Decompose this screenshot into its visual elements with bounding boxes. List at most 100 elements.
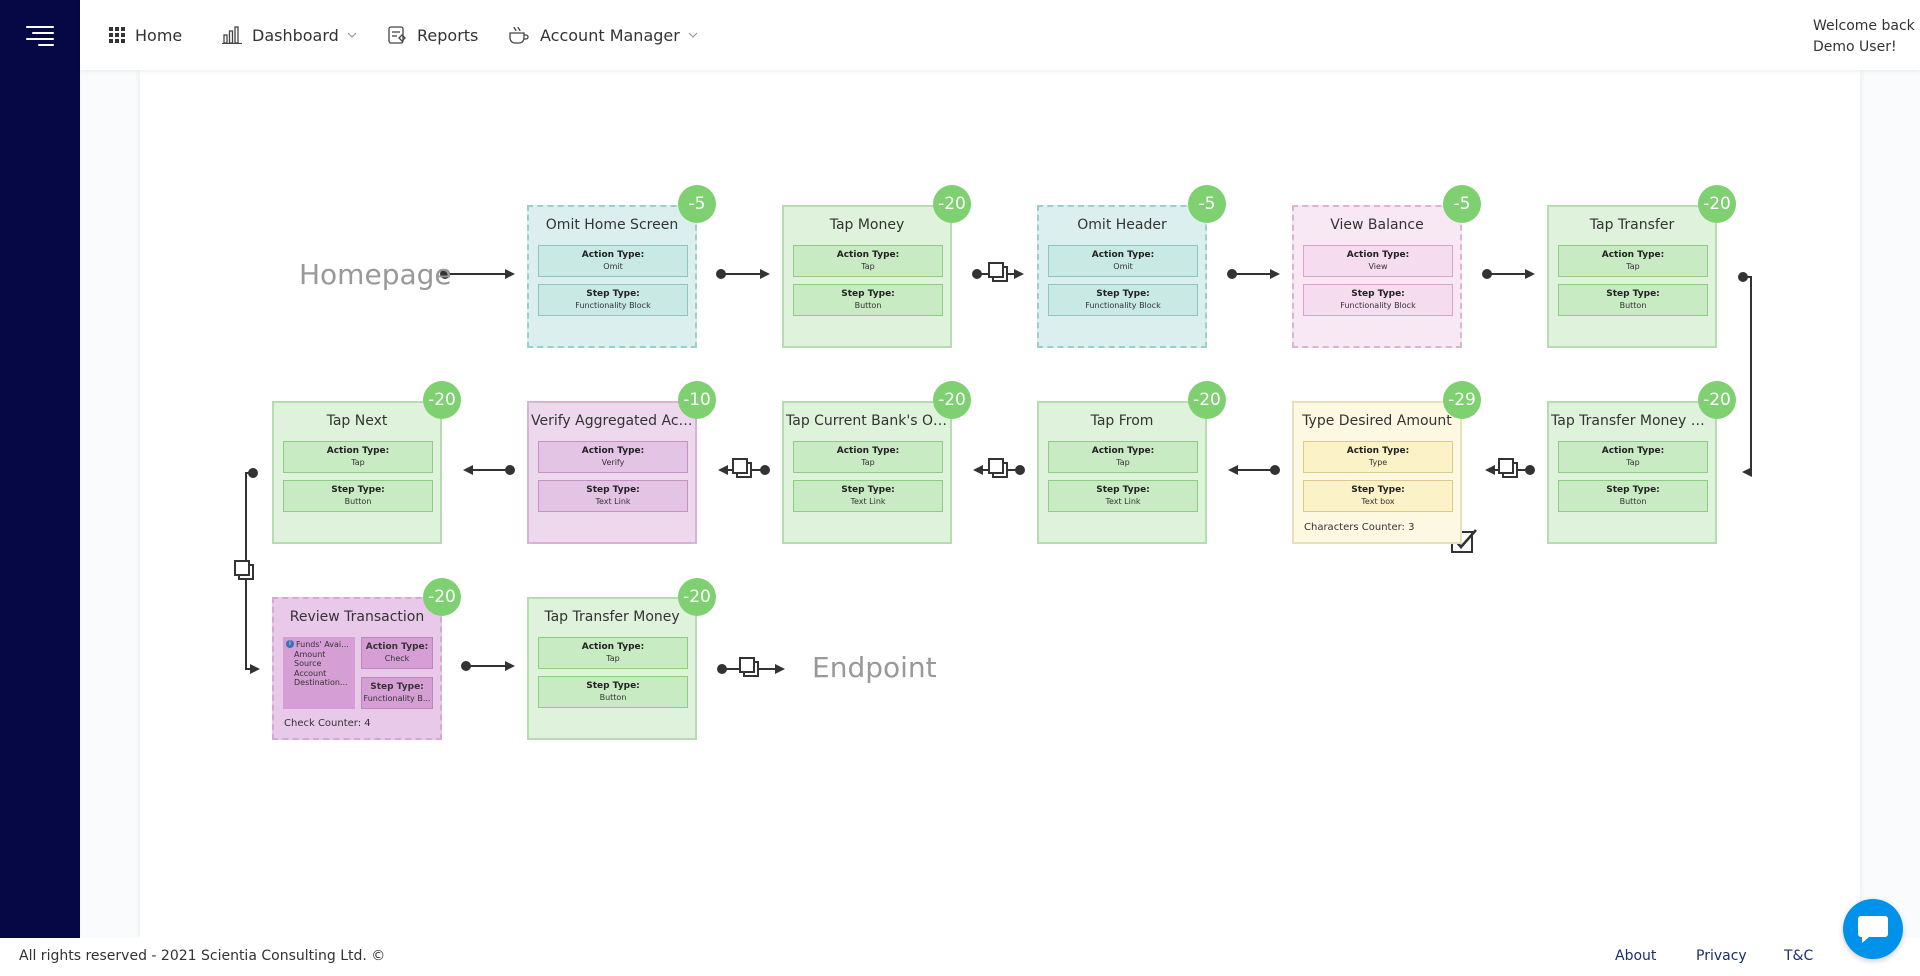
step-type-value: Button [854,301,882,310]
step-type-label: Step Type: [586,289,640,299]
top-navigation-bar: Home Dashboard Reports Account Manager W… [80,0,1920,70]
action-type-label: Action Type: [365,642,429,652]
action-type-label: Action Type: [1601,250,1665,260]
flow-node[interactable]: Verify Aggregated Account Action Type:Ve… [527,401,697,544]
step-type-label: Step Type: [1606,289,1660,299]
step-type-value: Functionality Block [1340,301,1416,310]
privacy-link[interactable]: Privacy [1696,948,1747,964]
step-type-label: Step Type: [1606,485,1660,495]
flow-node[interactable]: Omit Home Screen Action Type: Omit Step T… [527,205,697,348]
step-type-label: Step Type: [370,682,424,692]
check-item: Source Account [294,659,327,678]
action-type-value: Tap [1626,262,1640,271]
chevron-down-icon [688,32,698,38]
reports-icon [388,26,406,44]
action-type-value: Omit [1113,262,1133,271]
action-type-label: Action Type: [836,250,900,260]
nav-home[interactable]: Home [109,0,182,70]
step-type-label: Step Type: [1096,289,1150,299]
node-title: Tap Transfer [1589,217,1675,233]
node-title: Omit Home Screen [545,217,679,233]
step-type-value: Text Link [1105,497,1141,506]
menu-icon[interactable] [26,26,54,46]
step-type-value: Button [344,497,372,506]
info-icon: i [286,640,294,648]
connector-homepage-to-omit-home [440,269,515,279]
connector-verify-to-tap-next [463,465,515,475]
action-type-label: Action Type: [1346,446,1410,456]
node-title: Verify Aggregated Account [531,413,695,429]
chat-bubble-icon [1858,916,1888,943]
step-type-value: Text Link [595,497,631,506]
node-title: View Balance [1330,217,1424,233]
step-type-value: Functionality Block [575,301,651,310]
connector-tap-money-to-omit-header [972,262,1024,282]
flow-node[interactable]: Tap Transfer Action Type: Tap Step Type: B… [1547,205,1717,348]
check-counter: Check Counter: 4 [284,718,371,729]
score-badge: -10 [678,381,716,419]
chevron-down-icon [347,32,357,38]
step-type-label: Step Type: [586,681,640,691]
check-item: Amount [294,649,326,659]
terms-link[interactable]: T&C [1784,948,1814,964]
score-badge: -5 [1188,185,1226,223]
action-type-value: Tap [861,458,875,467]
node-title: Review Transaction [289,609,425,625]
action-type-value: View [1368,262,1388,271]
flow-start-label: Homepage [299,258,452,291]
about-link[interactable]: About [1615,948,1657,964]
flow-node[interactable]: Tap Next Action Type:Tap Step Type:Butto… [272,401,442,544]
flow-node[interactable]: Tap Transfer Money Action Type:Tap Step … [527,597,697,740]
connector-between-to-type-amount [1485,458,1535,478]
action-type-label: Action Type: [581,250,645,260]
nav-dashboard[interactable]: Dashboard [222,0,367,70]
sidebar [0,0,80,938]
action-type-value: Omit [603,262,623,271]
nav-dashboard-label: Dashboard [252,25,339,45]
nav-reports-label: Reports [417,25,479,45]
step-type-value: Text box [1361,497,1395,506]
score-badge: -20 [423,578,461,616]
connector-view-balance-to-tap-transfer [1482,269,1535,279]
action-type-value: Tap [351,458,365,467]
score-badge: -20 [1698,185,1736,223]
nav-home-label: Home [135,25,183,45]
characters-counter: Characters Counter: 3 [1304,522,1415,533]
connector-current-bank-to-verify [718,458,770,478]
connector-omit-header-to-view-balance [1227,269,1280,279]
chat-button[interactable] [1843,899,1903,959]
flow-node[interactable]: View Balance Action Type:View Step Type:… [1292,205,1462,348]
step-type-value: Button [1619,497,1647,506]
footer: All rights reserved - 2021 Scientia Cons… [0,938,1920,976]
copyright-text: All rights reserved - 2021 Scientia Cons… [19,948,386,964]
step-type-label: Step Type: [1096,485,1150,495]
action-type-label: Action Type: [836,446,900,456]
flow-end-label: Endpoint [812,651,937,684]
step-type-value: Button [1619,301,1647,310]
bar-chart-icon [222,26,242,44]
score-badge: -20 [1188,381,1226,419]
nav-reports[interactable]: Reports [387,0,478,70]
flow-node[interactable]: Tap Transfer Money Between... Action Typ… [1547,401,1717,544]
score-badge: -20 [423,381,461,419]
action-type-label: Action Type: [326,446,390,456]
flow-node[interactable]: Tap Money Action Type:Tap Step Type:Butt… [782,205,952,348]
step-type-value: Text Link [850,497,886,506]
welcome-line-1: Welcome back [1813,18,1915,34]
flow-node[interactable]: Tap Current Bank's Own Acc... Action Typ… [782,401,952,544]
score-badge: -20 [933,185,971,223]
nav-account-manager[interactable]: Account Manager [508,0,708,70]
step-type-value: Functionality Block [1085,301,1161,310]
flow-node[interactable]: Tap From Action Type:Tap Step Type:Text … [1037,401,1207,544]
score-badge: -20 [1698,381,1736,419]
action-type-value: Tap [1626,458,1640,467]
score-badge: -20 [933,381,971,419]
flow-node[interactable]: Omit Header Action Type:Omit Step Type:F… [1037,205,1207,348]
step-type-value: Button [599,693,627,702]
flow-node[interactable]: Type Desired Amount Action Type:Type Ste… [1292,401,1462,544]
action-type-value: Verify [601,458,625,467]
connector-tap-transfer-to-between [1738,272,1752,477]
action-type-value: Tap [861,262,875,271]
